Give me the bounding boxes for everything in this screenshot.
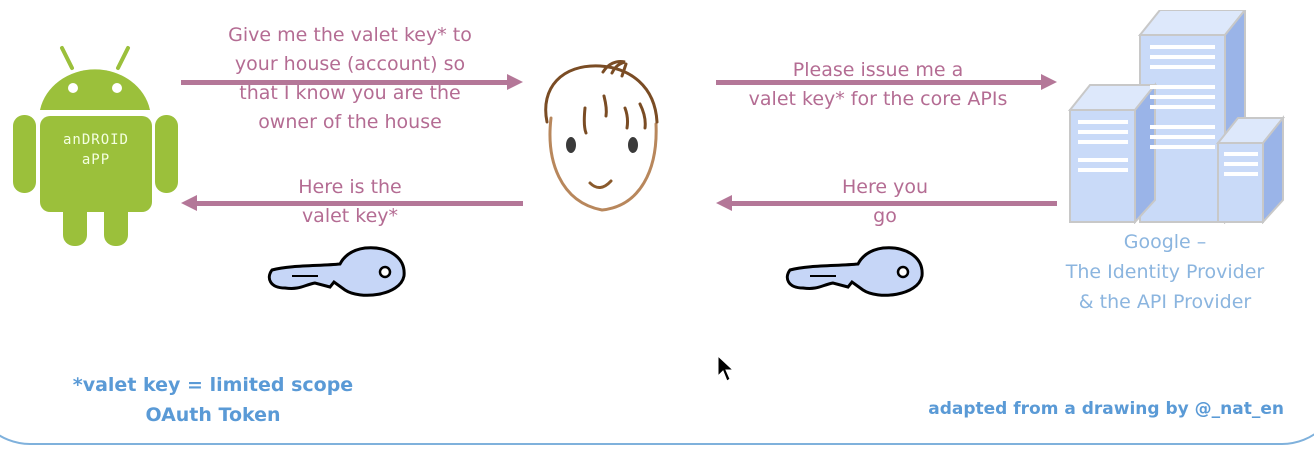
message-line: Here you (841, 176, 928, 198)
google-label-line: & the API Provider (1078, 291, 1252, 313)
android-label-line-1: anDROID (62, 132, 129, 148)
google-label-line: The Identity Provider (1065, 261, 1265, 283)
issue-valet-key-message: Please issue me a valet key* for the cor… (718, 56, 1038, 114)
arrow-user-to-google (716, 74, 1057, 90)
valet-key-footnote: *valet key = limited scope OAuth Token (60, 370, 366, 430)
credit-text: adapted from a drawing by @_nat_en (928, 399, 1284, 419)
message-line: Please issue me a (792, 59, 964, 81)
person-face-icon (544, 60, 659, 212)
message-line: Here is the (298, 176, 402, 198)
android-robot-icon (13, 46, 178, 246)
google-provider-label: Google – The Identity Provider & the API… (1020, 227, 1310, 317)
here-is-valet-key-message: Here is the valet key* (200, 173, 500, 231)
message-line: your house (account) so (234, 53, 466, 75)
arrow-android-to-user (181, 74, 523, 90)
building-icon (1067, 10, 1285, 224)
message-line: owner of the house (258, 111, 442, 133)
arrow-google-to-user (716, 195, 1057, 211)
footnote-line: *valet key = limited scope (72, 374, 354, 396)
here-you-go-message: Here you go (790, 173, 980, 231)
request-valet-key-message: Give me the valet key* to your house (ac… (170, 21, 530, 137)
footnote-line: OAuth Token (145, 404, 281, 426)
android-app-label: anDROID aPP (43, 130, 149, 170)
message-line: that I know you are the (239, 82, 461, 104)
key-icon (267, 246, 406, 297)
message-line: Give me the valet key* to (228, 24, 472, 46)
message-line: go (873, 205, 897, 227)
key-icon (785, 246, 924, 297)
message-line: valet key* (301, 205, 399, 227)
arrow-user-to-android (181, 195, 523, 211)
message-line: valet key* for the core APIs (748, 88, 1008, 110)
google-label-line: Google – (1123, 231, 1207, 253)
mouse-cursor-icon (717, 354, 735, 382)
android-label-line-2: aPP (81, 152, 111, 168)
